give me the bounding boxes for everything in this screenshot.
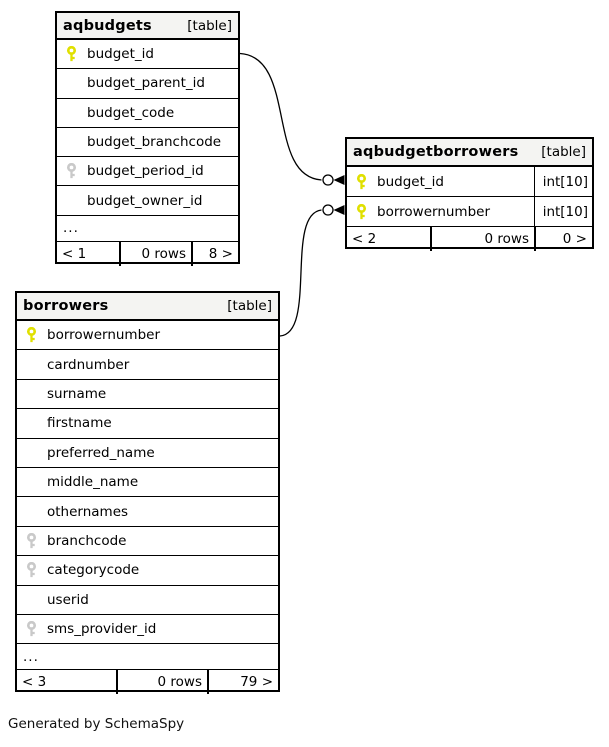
column-row-budget_id[interactable]: budget_id int[10] bbox=[347, 167, 592, 197]
related-tables-prev-link[interactable]: < 3 bbox=[22, 674, 47, 691]
table-header-aqbudgets[interactable]: aqbudgets [table] bbox=[57, 13, 238, 40]
ellipsis-text: ... bbox=[63, 220, 79, 237]
related-tables-next-link[interactable]: 8 > bbox=[191, 241, 238, 266]
column-name: categorycode bbox=[47, 562, 140, 579]
column-type: int[10] bbox=[534, 167, 592, 196]
column-name: budget_period_id bbox=[87, 163, 204, 180]
table-footer-borrowers: < 3 0 rows 79 > bbox=[17, 670, 278, 695]
column-row-budget_owner_id[interactable]: budget_owner_id bbox=[57, 186, 238, 216]
column-name: userid bbox=[47, 591, 89, 608]
table-header-borrowers[interactable]: borrowers [table] bbox=[17, 293, 278, 321]
column-row-userid[interactable]: userid bbox=[17, 585, 278, 615]
column-name: sms_provider_id bbox=[47, 621, 157, 638]
column-row-branchcode[interactable]: branchcode bbox=[17, 526, 278, 557]
column-row-sms_provider_id[interactable]: sms_provider_id bbox=[17, 614, 278, 645]
column-row-categorycode[interactable]: categorycode bbox=[17, 556, 278, 586]
column-name: budget_code bbox=[87, 104, 175, 121]
table-footer-aqbudgetborrowers: < 2 0 rows 0 > bbox=[347, 227, 592, 251]
column-row-othernames[interactable]: othernames bbox=[17, 497, 278, 527]
column-name: surname bbox=[47, 385, 107, 402]
table-type-tag: [table] bbox=[187, 17, 232, 34]
column-row-borrowernumber[interactable]: borrowernumber bbox=[17, 321, 278, 351]
foreign-key-icon bbox=[26, 621, 37, 637]
column-name: cardnumber bbox=[47, 356, 130, 373]
table-aqbudgetborrowers: aqbudgetborrowers [table] budget_id int[… bbox=[345, 137, 594, 251]
primary-key-icon bbox=[66, 46, 77, 62]
fk-edge-aqbudgets-to-aqbudgetborrowers bbox=[239, 52, 345, 186]
ellipsis-row: ... bbox=[57, 215, 238, 242]
column-name: middle_name bbox=[47, 474, 139, 491]
column-row-middle_name[interactable]: middle_name bbox=[17, 467, 278, 498]
foreign-key-icon bbox=[26, 562, 37, 578]
related-tables-prev-link[interactable]: < 1 bbox=[62, 245, 87, 262]
table-footer-aqbudgets: < 1 0 rows 8 > bbox=[57, 241, 238, 266]
column-row-preferred_name[interactable]: preferred_name bbox=[17, 438, 278, 468]
column-row-budget_period_id[interactable]: budget_period_id bbox=[57, 157, 238, 187]
table-type-tag: [table] bbox=[227, 298, 272, 314]
fk-edge-borrowers-to-aqbudgetborrowers bbox=[279, 204, 345, 337]
column-name: borrowernumber bbox=[47, 327, 161, 344]
column-name: branchcode bbox=[47, 532, 127, 549]
ellipsis-text: ... bbox=[23, 648, 39, 665]
column-row-borrowernumber[interactable]: borrowernumber int[10] bbox=[347, 197, 592, 227]
row-count: 0 rows bbox=[116, 670, 207, 695]
column-row-budget_code[interactable]: budget_code bbox=[57, 98, 238, 128]
table-name: aqbudgetborrowers bbox=[353, 144, 519, 160]
column-row-cardnumber[interactable]: cardnumber bbox=[17, 350, 278, 380]
column-row-budget_id[interactable]: budget_id bbox=[57, 40, 238, 70]
related-tables-next-link[interactable]: 0 > bbox=[534, 227, 592, 251]
column-name: budget_owner_id bbox=[87, 192, 203, 209]
table-name: aqbudgets bbox=[63, 17, 152, 34]
foreign-key-icon bbox=[26, 532, 37, 549]
column-name: firstname bbox=[47, 415, 112, 432]
column-name: budget_id bbox=[377, 173, 444, 190]
ellipsis-row: ... bbox=[17, 644, 278, 671]
related-tables-next-link[interactable]: 79 > bbox=[207, 670, 278, 695]
column-row-firstname[interactable]: firstname bbox=[17, 409, 278, 439]
column-row-surname[interactable]: surname bbox=[17, 379, 278, 410]
table-header-aqbudgetborrowers[interactable]: aqbudgetborrowers [table] bbox=[347, 139, 592, 167]
generator-note: Generated by SchemaSpy bbox=[8, 716, 185, 732]
column-name: othernames bbox=[47, 503, 129, 520]
column-name: preferred_name bbox=[47, 444, 155, 461]
row-count: 0 rows bbox=[119, 241, 191, 266]
column-name: budget_parent_id bbox=[87, 75, 205, 92]
column-type: int[10] bbox=[534, 197, 592, 226]
column-name: budget_id bbox=[87, 46, 154, 63]
primary-key-icon bbox=[356, 173, 367, 190]
primary-key-icon bbox=[356, 203, 367, 220]
primary-key-icon bbox=[26, 327, 37, 343]
related-tables-prev-link[interactable]: < 2 bbox=[352, 231, 377, 247]
table-aqbudgets: aqbudgets [table] budget_id budget_paren… bbox=[55, 11, 240, 266]
column-row-budget_branchcode[interactable]: budget_branchcode bbox=[57, 127, 238, 158]
table-borrowers: borrowers [table] borrowernumber cardnum… bbox=[15, 291, 280, 695]
table-name: borrowers bbox=[23, 298, 109, 314]
foreign-key-icon bbox=[66, 163, 77, 179]
table-type-tag: [table] bbox=[541, 144, 586, 160]
column-name: borrowernumber bbox=[377, 203, 491, 220]
column-name: budget_branchcode bbox=[87, 134, 222, 151]
column-row-budget_parent_id[interactable]: budget_parent_id bbox=[57, 69, 238, 99]
row-count: 0 rows bbox=[430, 227, 534, 251]
